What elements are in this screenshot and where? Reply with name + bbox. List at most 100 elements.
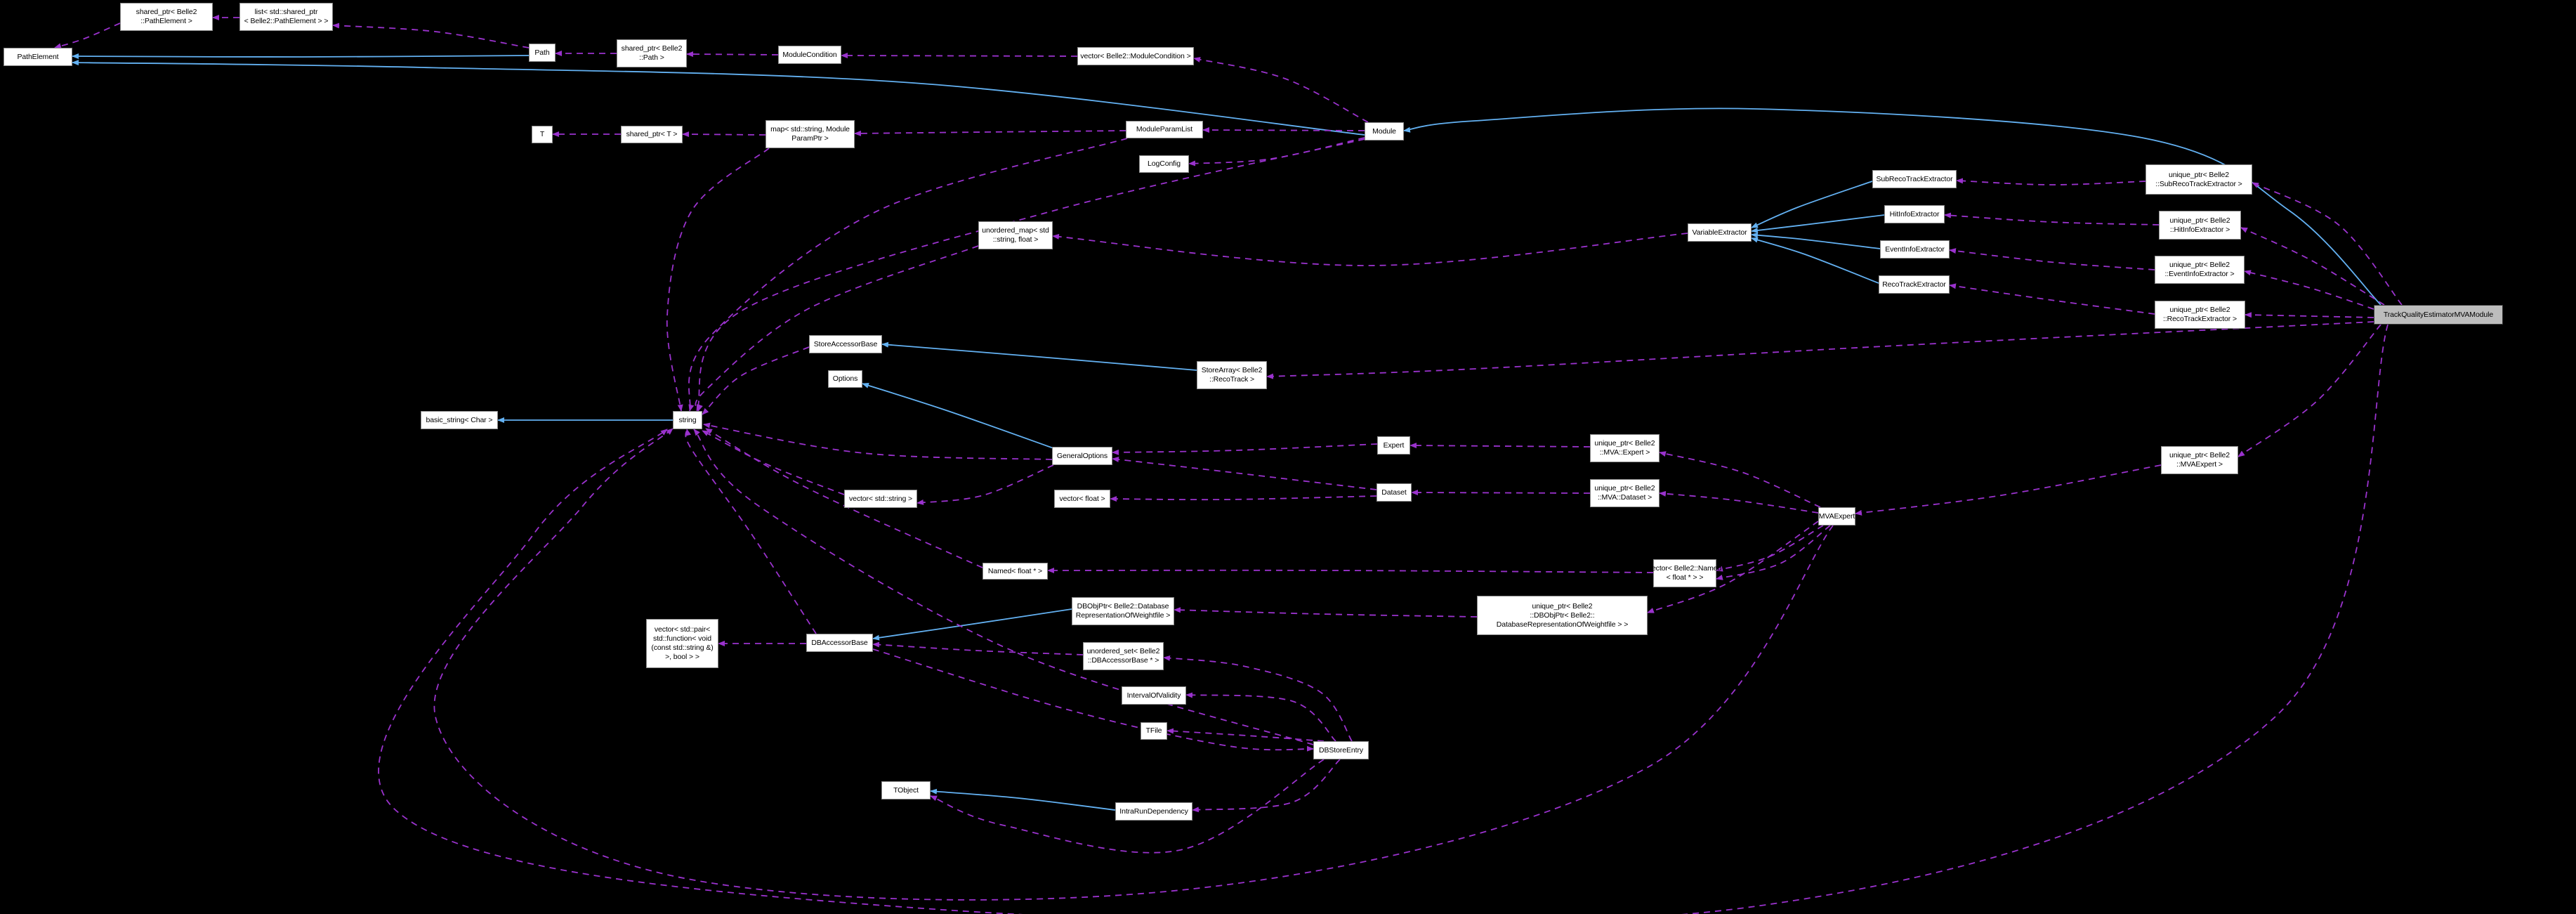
usage-edge-u_mexp-expert xyxy=(1409,443,1591,449)
node-dse[interactable]: DBStoreEntry xyxy=(1313,741,1369,759)
node-iov[interactable]: IntervalOfValidity xyxy=(1122,686,1186,705)
node-umap[interactable]: unordered_map< std ::string, float > xyxy=(978,221,1053,249)
node-list_sp[interactable]: list< std::shared_ptr < Belle2::PathElem… xyxy=(239,3,333,31)
usage-edge-target-u_eie xyxy=(2244,270,2374,310)
usage-edge-vstr-str xyxy=(702,430,845,495)
usage-edge-gopt-vstr xyxy=(916,464,1054,505)
node-dataset[interactable]: Dataset xyxy=(1376,483,1412,502)
node-sp_t[interactable]: shared_ptr< T > xyxy=(621,126,683,143)
usage-edge-u_rte-rte xyxy=(1949,283,2155,315)
usage-edge-dse-str xyxy=(693,429,1314,745)
node-sab[interactable]: StoreAccessorBase xyxy=(809,335,882,353)
usage-edge-map-str xyxy=(666,148,770,412)
node-vflt[interactable]: vector< float > xyxy=(1054,490,1110,508)
node-tnode[interactable]: T xyxy=(532,126,553,143)
inheritance-edge-module-pathelement xyxy=(72,60,1365,136)
usage-edge-target-u_mvae xyxy=(2237,324,2381,457)
inheritance-edge-rte-vex xyxy=(1751,237,1879,284)
node-vstr[interactable]: vector< std::string > xyxy=(844,490,917,508)
usage-edge-dataset-gopt xyxy=(1112,457,1377,490)
node-pathelement[interactable]: PathElement xyxy=(4,48,72,66)
node-u_srte[interactable]: unique_ptr< Belle2 ::SubRecoTrackExtract… xyxy=(2145,164,2252,195)
node-dab[interactable]: DBAccessorBase xyxy=(806,634,873,652)
usage-edge-mvae-str xyxy=(433,428,1834,901)
usage-edge-dse-iov xyxy=(1185,692,1336,742)
usage-edge-module-mpl xyxy=(1202,127,1365,133)
node-bstr[interactable]: basic_string< Char > xyxy=(421,411,498,429)
node-u_mdat[interactable]: unique_ptr< Belle2 ::MVA::Dataset > xyxy=(1590,479,1660,507)
node-gopt[interactable]: GeneralOptions xyxy=(1052,447,1112,465)
node-expert[interactable]: Expert xyxy=(1377,436,1410,455)
usage-edge-target-str xyxy=(378,324,2388,914)
usage-edge-dse-uset xyxy=(1163,655,1353,742)
usage-edge-mvae-vnamed xyxy=(1716,525,1824,572)
node-logc[interactable]: LogConfig xyxy=(1139,155,1189,173)
node-u_dbop[interactable]: unique_ptr< Belle2 ::DBObjPtr< Belle2:: … xyxy=(1477,596,1648,635)
node-sarr[interactable]: StoreArray< Belle2 ::RecoTrack > xyxy=(1197,361,1267,389)
node-vnamed[interactable]: vector< Belle2::Named < float * > > xyxy=(1648,559,1721,587)
usage-edge-mpl-str xyxy=(688,138,1128,412)
node-str[interactable]: string xyxy=(673,411,702,429)
node-mc[interactable]: ModuleCondition xyxy=(778,46,841,64)
usage-edge-u_mdat-dataset xyxy=(1411,490,1591,496)
node-vex[interactable]: VariableExtractor xyxy=(1688,223,1752,242)
usage-edge-sab-str xyxy=(702,346,810,415)
usage-edge-u_dbop-dbop xyxy=(1174,607,1478,618)
usage-edge-map-sp_t xyxy=(682,131,766,138)
node-vmc[interactable]: vector< Belle2::ModuleCondition > xyxy=(1077,47,1194,65)
node-sp_path[interactable]: shared_ptr< Belle2 ::Path > xyxy=(617,39,687,67)
inheritance-edge-hie-vex xyxy=(1751,214,1885,233)
node-map[interactable]: map< std::string, Module ParamPtr > xyxy=(765,120,855,148)
node-u_mexp[interactable]: unique_ptr< Belle2 ::MVA::Expert > xyxy=(1590,434,1660,462)
node-eie[interactable]: EventInfoExtractor xyxy=(1880,240,1950,259)
node-tfile[interactable]: TFile xyxy=(1141,722,1167,740)
inheritance-edge-target-module xyxy=(1403,107,2381,306)
usage-edge-mc-sp_path xyxy=(686,51,779,58)
node-tobj[interactable]: TObject xyxy=(881,781,931,799)
node-ird[interactable]: IntraRunDependency xyxy=(1115,802,1192,821)
node-u_rte[interactable]: unique_ptr< Belle2 ::RecoTrackExtractor … xyxy=(2155,301,2245,329)
node-vpair[interactable]: vector< std::pair< std::function< void (… xyxy=(646,619,718,668)
inheritance-edge-gopt-options xyxy=(862,382,1054,449)
node-u_mvae[interactable]: unique_ptr< Belle2 ::MVAExpert > xyxy=(2161,446,2238,474)
node-sp_pe[interactable]: shared_ptr< Belle2 ::PathElement > xyxy=(120,3,213,31)
usage-edge-dab-str xyxy=(685,429,817,634)
node-u_eie[interactable]: unique_ptr< Belle2 ::EventInfoExtractor … xyxy=(2155,256,2245,284)
usage-edge-u_hie-hie xyxy=(1944,212,2160,226)
node-named[interactable]: Named< float * > xyxy=(983,563,1048,580)
usage-edge-path-list_sp xyxy=(332,22,530,48)
node-uset[interactable]: unordered_set< Belle2 ::DBAccessorBase *… xyxy=(1083,642,1164,670)
inheritance-edge-sarr-sab xyxy=(881,341,1197,371)
usage-edge-mvae-u_mdat xyxy=(1659,490,1819,514)
node-u_hie[interactable]: unique_ptr< Belle2 ::HitInfoExtractor > xyxy=(2159,211,2241,240)
usage-edge-dab-dse xyxy=(872,648,1314,752)
node-module[interactable]: Module xyxy=(1365,122,1404,141)
node-path[interactable]: Path xyxy=(529,44,556,62)
node-srte[interactable]: SubRecoTrackExtractor xyxy=(1872,170,1957,188)
usage-edge-dse-ird xyxy=(1192,759,1341,813)
inheritance-edge-ird-tobj xyxy=(930,788,1116,811)
usage-edge-dataset-vflt xyxy=(1110,495,1377,502)
node-mvae[interactable]: MVAExpert xyxy=(1818,507,1855,525)
inheritance-edge-dbop-dab xyxy=(872,608,1072,641)
node-rte[interactable]: RecoTrackExtractor xyxy=(1879,275,1950,294)
usage-edge-mvae-vnamed xyxy=(1716,525,1831,580)
usage-edge-module-str xyxy=(696,138,1365,412)
usage-edge-module-logc xyxy=(1188,137,1365,167)
usage-edge-uset-dab xyxy=(872,641,1084,655)
usage-edge-target-sarr xyxy=(1266,321,2374,379)
usage-edge-named-str xyxy=(705,428,983,568)
usage-edge-vnamed-named xyxy=(1047,567,1654,573)
usage-edge-u_eie-eie xyxy=(1949,248,2155,270)
usage-edge-vex-umap xyxy=(1052,233,1688,266)
usage-edge-umap-str xyxy=(695,245,979,412)
node-hie[interactable]: HitInfoExtractor xyxy=(1884,205,1945,223)
node-target[interactable]: TrackQualityEstimatorMVAModule xyxy=(2374,305,2503,325)
node-mpl[interactable]: ModuleParamList xyxy=(1126,121,1203,138)
usage-edge-mvae-u_mexp xyxy=(1659,451,1821,508)
node-dbop[interactable]: DBObjPtr< Belle2::Database Representatio… xyxy=(1072,597,1174,625)
usage-edge-dse-tfile xyxy=(1167,728,1325,742)
node-options[interactable]: Options xyxy=(828,370,862,388)
